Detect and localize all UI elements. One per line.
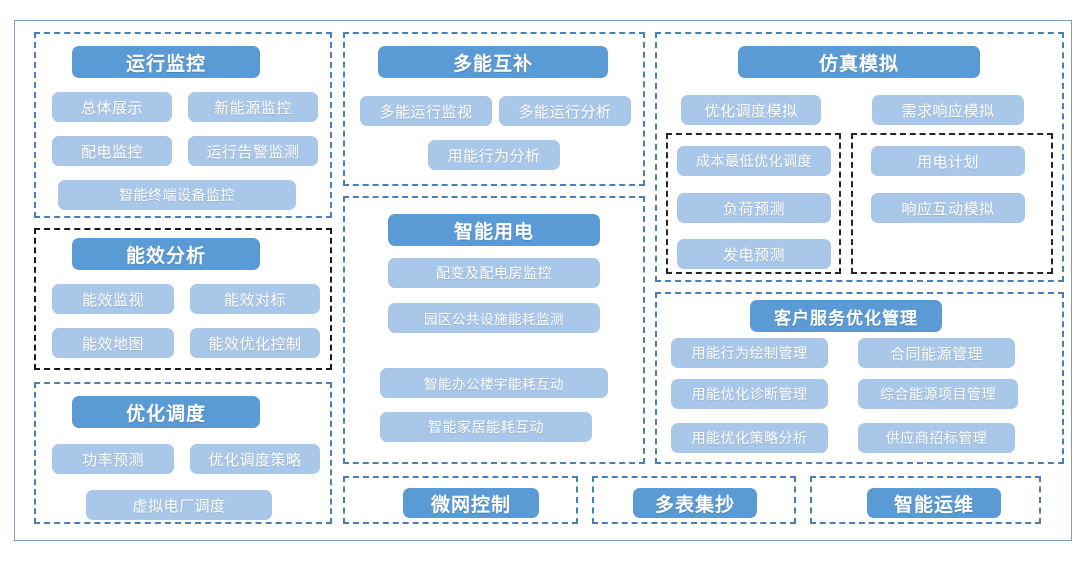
tile-optimized-scheduling-0[interactable]: 功率预测 — [52, 444, 174, 474]
tile-simulation-0[interactable]: 优化调度模拟 — [681, 95, 821, 125]
tile-energy-efficiency-analysis-2[interactable]: 能效地图 — [52, 328, 174, 358]
tile-simulation-scheduling-group-2[interactable]: 发电预测 — [677, 239, 831, 269]
tile-customer-service-optimization-0[interactable]: 用能行为绘制管理 — [671, 338, 828, 368]
tile-operation-monitoring-2[interactable]: 配电监控 — [52, 136, 172, 166]
tile-customer-service-optimization-4[interactable]: 用能优化策略分析 — [671, 423, 828, 453]
tile-simulation-demand-group-1[interactable]: 响应互动模拟 — [871, 193, 1025, 223]
tile-customer-service-optimization-1[interactable]: 合同能源管理 — [858, 338, 1015, 368]
panel-title-intelligent-operation-maintenance[interactable]: 智能运维 — [867, 488, 1001, 518]
panel-title-smart-electricity-usage[interactable]: 智能用电 — [388, 214, 600, 246]
tile-optimized-scheduling-2[interactable]: 虚拟电厂调度 — [86, 490, 272, 520]
tile-simulation-demand-group-0[interactable]: 用电计划 — [871, 146, 1025, 176]
panel-title-customer-service-optimization[interactable]: 客户服务优化管理 — [750, 300, 942, 332]
panel-title-optimized-scheduling[interactable]: 优化调度 — [72, 396, 260, 428]
tile-smart-electricity-usage-0[interactable]: 配变及配电房监控 — [388, 258, 600, 288]
tile-operation-monitoring-0[interactable]: 总体展示 — [52, 92, 172, 122]
panel-title-simulation[interactable]: 仿真模拟 — [738, 46, 980, 78]
tile-optimized-scheduling-1[interactable]: 优化调度策略 — [190, 444, 320, 474]
tile-smart-electricity-usage-1[interactable]: 园区公共设施能耗监测 — [388, 303, 600, 333]
tile-customer-service-optimization-5[interactable]: 供应商招标管理 — [858, 423, 1015, 453]
panel-title-microgrid-control[interactable]: 微网控制 — [403, 488, 539, 518]
tile-energy-efficiency-analysis-3[interactable]: 能效优化控制 — [190, 328, 320, 358]
tile-smart-electricity-usage-2[interactable]: 智能办公楼宇能耗互动 — [380, 368, 608, 398]
tile-customer-service-optimization-3[interactable]: 综合能源项目管理 — [858, 379, 1018, 409]
panel-title-operation-monitoring[interactable]: 运行监控 — [72, 46, 260, 78]
tile-operation-monitoring-1[interactable]: 新能源监控 — [188, 92, 318, 122]
tile-simulation-1[interactable]: 需求响应模拟 — [872, 95, 1024, 125]
panel-title-multi-energy-complementarity[interactable]: 多能互补 — [378, 46, 608, 78]
tile-simulation-scheduling-group-1[interactable]: 负荷预测 — [677, 193, 831, 223]
panel-title-multi-meter-collection[interactable]: 多表集抄 — [633, 488, 757, 518]
tile-operation-monitoring-3[interactable]: 运行告警监测 — [188, 136, 318, 166]
tile-energy-efficiency-analysis-1[interactable]: 能效对标 — [190, 284, 320, 314]
tile-customer-service-optimization-2[interactable]: 用能优化诊断管理 — [671, 379, 828, 409]
tile-multi-energy-complementarity-0[interactable]: 多能运行监视 — [360, 96, 492, 126]
tile-smart-electricity-usage-3[interactable]: 智能家居能耗互动 — [380, 412, 592, 442]
tile-multi-energy-complementarity-2[interactable]: 用能行为分析 — [428, 140, 560, 170]
tile-energy-efficiency-analysis-0[interactable]: 能效监视 — [52, 284, 174, 314]
panel-title-energy-efficiency-analysis[interactable]: 能效分析 — [72, 238, 260, 270]
tile-simulation-scheduling-group-0[interactable]: 成本最低优化调度 — [677, 146, 831, 176]
tile-multi-energy-complementarity-1[interactable]: 多能运行分析 — [499, 96, 631, 126]
tile-operation-monitoring-4[interactable]: 智能终端设备监控 — [58, 180, 296, 210]
